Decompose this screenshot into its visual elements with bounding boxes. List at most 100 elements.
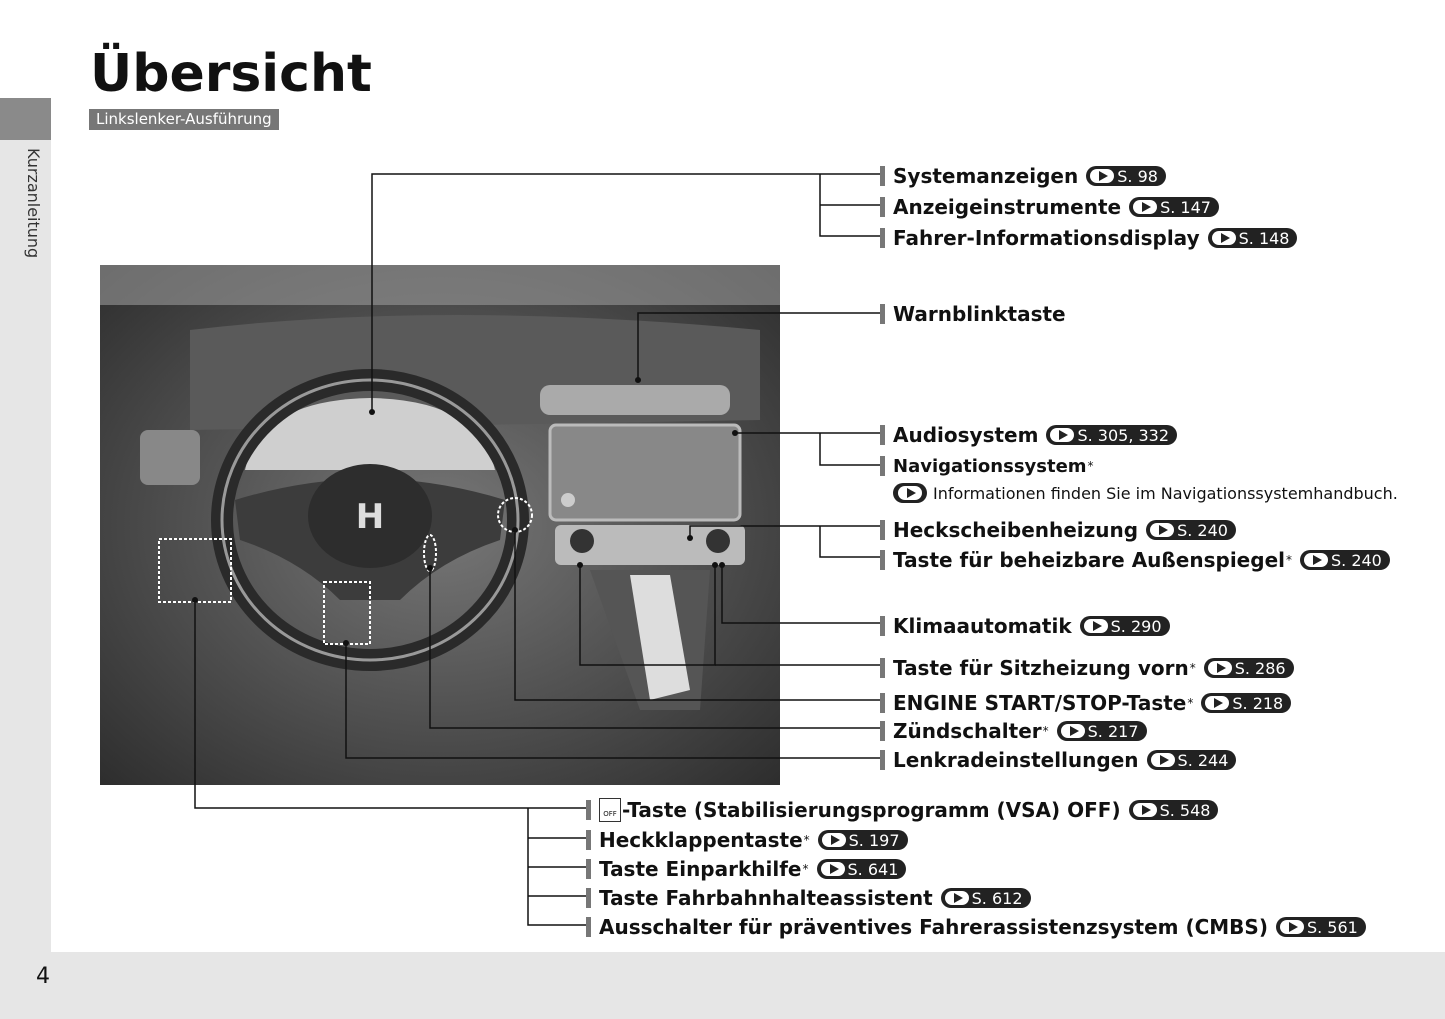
ref-text: S. 240 — [1177, 520, 1228, 540]
arrow-icon — [1207, 661, 1232, 675]
variant-badge: Linkslenker-Ausführung — [89, 109, 279, 130]
ref-text: S. 561 — [1306, 917, 1358, 937]
arrow-icon — [820, 862, 845, 876]
page-ref-link[interactable]: S. 290 — [1079, 616, 1170, 636]
page-ref-link[interactable]: S. 561 — [1275, 917, 1366, 937]
page-ref-link[interactable]: S. 240 — [1299, 550, 1390, 570]
label-cmbs: Ausschalter für präventives Fahrerassist… — [586, 913, 1366, 941]
label-audiosystem: Audiosystem S. 305, 332 — [880, 421, 1178, 449]
arrow-icon — [1211, 231, 1236, 245]
arrow-icon — [1150, 523, 1175, 537]
label-text: Anzeigeinstrumente — [893, 195, 1122, 219]
label-text: Taste Einparkhilfe — [599, 857, 802, 881]
arrow-icon — [1050, 428, 1075, 442]
page-ref-link[interactable]: S. 244 — [1146, 750, 1237, 770]
page-ref-link[interactable]: S. 286 — [1203, 658, 1294, 678]
ref-text: S. 290 — [1110, 616, 1162, 636]
arrow-icon — [1150, 753, 1175, 767]
ref-text: S. 98 — [1117, 166, 1158, 186]
arrow-icon — [1090, 169, 1115, 183]
label-engine-start-stop: ENGINE START/STOP-Taste* S. 218 — [880, 689, 1292, 717]
footnote-star: * — [1087, 459, 1094, 473]
arrow-icon — [1132, 803, 1157, 817]
page-ref-link[interactable]: S. 98 — [1086, 166, 1166, 186]
label-lenkradeinstellungen: Lenkradeinstellungen S. 244 — [880, 746, 1237, 774]
label-text: Zündschalter — [893, 719, 1042, 743]
arrow-icon — [821, 833, 846, 847]
page-ref-link[interactable]: S. 548 — [1128, 800, 1219, 820]
ref-text: S. 286 — [1234, 658, 1286, 678]
footnote-star: * — [803, 833, 810, 847]
footnote-star: * — [1189, 661, 1196, 675]
label-text: ENGINE START/STOP-Taste — [893, 691, 1187, 715]
page-ref-link[interactable]: S. 612 — [940, 888, 1031, 908]
ref-text: S. 244 — [1177, 750, 1229, 770]
ref-text: S. 218 — [1232, 693, 1284, 713]
sidebar — [0, 98, 51, 1019]
label-navigationssystem: Navigationssystem* — [880, 452, 1094, 480]
label-text: Audiosystem — [893, 423, 1039, 447]
ref-text: S. 548 — [1159, 800, 1211, 820]
footnote-star: * — [802, 862, 809, 876]
label-heckscheibenheizung: Heckscheibenheizung S. 240 — [880, 516, 1236, 544]
label-text: Taste für beheizbare Außenspiegel — [893, 548, 1285, 572]
page-ref-link[interactable]: S. 197 — [817, 830, 908, 850]
arrow-icon — [1083, 619, 1108, 633]
arrow-icon — [1303, 553, 1328, 567]
label-einparkhilfe: Taste Einparkhilfe* S. 641 — [586, 855, 907, 883]
ref-text: S. 217 — [1087, 721, 1139, 741]
page-ref-link[interactable]: S. 641 — [816, 859, 907, 879]
label-text: Warnblinktaste — [893, 302, 1066, 326]
arrow-icon — [1060, 724, 1085, 738]
note-text: Informationen finden Sie im Navigationss… — [933, 483, 1398, 503]
label-text: Fahrer-Informationsdisplay — [893, 226, 1200, 250]
arrow-icon — [944, 891, 969, 905]
page-ref-link[interactable]: S. 148 — [1207, 228, 1298, 248]
label-text: Heckklappentaste — [599, 828, 803, 852]
ref-text: S. 147 — [1160, 197, 1211, 217]
honda-logo: H — [356, 497, 384, 537]
section-tab: Kurzanleitung — [24, 148, 43, 259]
footer-band — [51, 952, 1445, 1019]
ref-text: S. 240 — [1330, 550, 1382, 570]
label-anzeigeinstrumente: Anzeigeinstrumente S. 147 — [880, 193, 1219, 221]
label-vsa-off: OFF-Taste (Stabilisierungsprogramm (VSA)… — [586, 796, 1219, 824]
footnote-star: * — [1187, 696, 1194, 710]
audio-screen — [548, 423, 742, 522]
label-warnblinktaste: Warnblinktaste — [880, 300, 1066, 328]
instrument-cluster — [245, 398, 495, 470]
label-fahrer-informationsdisplay: Fahrer-Informationsdisplay S. 148 — [880, 224, 1298, 252]
ref-text: S. 641 — [847, 859, 899, 879]
label-text: Heckscheibenheizung — [893, 518, 1139, 542]
label-zuendschalter: Zündschalter*S. 217 — [880, 717, 1147, 745]
label-text: Taste für Sitzheizung vorn — [893, 656, 1189, 680]
label-heckklappentaste: Heckklappentaste* S. 197 — [586, 826, 908, 854]
page-ref-link[interactable]: S. 147 — [1129, 197, 1219, 217]
footnote-star: * — [1285, 553, 1292, 567]
leader-lines — [194, 173, 880, 926]
page-ref-link[interactable]: S. 305, 332 — [1046, 425, 1178, 445]
page-number: 4 — [36, 964, 50, 989]
label-sitzheizung: Taste für Sitzheizung vorn* S. 286 — [880, 654, 1294, 682]
page-ref-link[interactable]: S. 217 — [1056, 721, 1147, 741]
arrow-icon — [893, 483, 927, 503]
ref-text: S. 612 — [971, 888, 1023, 908]
page-ref-link[interactable]: S. 240 — [1146, 520, 1236, 540]
ref-text: S. 197 — [848, 830, 900, 850]
label-text: Navigationssystem — [893, 455, 1087, 477]
label-fahrbahnhalteassistent: Taste Fahrbahnhalteassistent S. 612 — [586, 884, 1031, 912]
vsa-off-icon: OFF — [599, 798, 621, 822]
nav-note: Informationen finden Sie im Navigationss… — [893, 483, 1398, 503]
label-text: Ausschalter für präventives Fahrerassist… — [599, 915, 1268, 939]
page-ref-link[interactable]: S. 218 — [1201, 693, 1292, 713]
arrow-icon — [1133, 200, 1158, 214]
page-title: Übersicht — [90, 44, 372, 104]
label-text: Taste Fahrbahnhalteassistent — [599, 886, 933, 910]
label-aussenspiegel: Taste für beheizbare Außenspiegel* S. 240 — [880, 546, 1390, 574]
label-text: -Taste (Stabilisierungsprogramm (VSA) OF… — [622, 798, 1121, 822]
label-text: Lenkradeinstellungen — [893, 748, 1139, 772]
ref-text: S. 148 — [1238, 228, 1290, 248]
